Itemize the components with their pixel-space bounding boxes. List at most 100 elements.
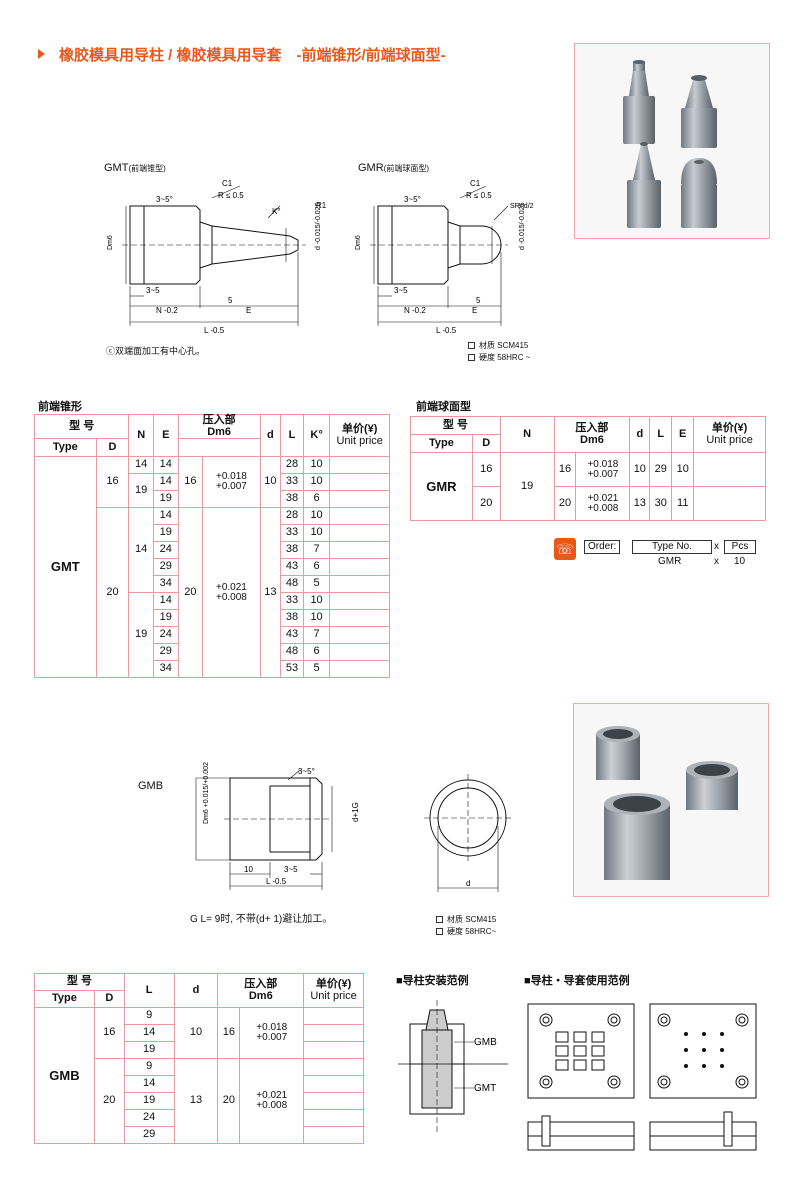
- th-type: Type: [34, 438, 97, 458]
- table-cell-tol: +0.018+0.007: [575, 452, 631, 487]
- price-cell[interactable]: [303, 1075, 364, 1093]
- gmt-dim-d: d -0.015/-0.025: [315, 202, 322, 250]
- gmt-dim-c1: C1: [222, 179, 233, 188]
- gmr-dim-taper: 3~5°: [404, 195, 421, 204]
- gmt-dim-l: L -0.5: [204, 326, 225, 335]
- table-cell-tol: +0.018+0.007: [202, 456, 261, 509]
- gmb-dim-dm6: Dm6 +0.015/+0.002: [203, 762, 210, 824]
- table-cell: 6: [302, 490, 331, 509]
- gmr-dim-n: N -0.2: [404, 306, 426, 315]
- th-price: 单价(¥)Unit price: [329, 413, 390, 458]
- order-x2: x: [714, 556, 719, 567]
- table-cell: 20: [553, 486, 577, 521]
- th-d: d: [173, 973, 219, 1008]
- table-cell: 19: [152, 524, 179, 543]
- hardness-icon: [468, 354, 475, 361]
- table-cell: 11: [671, 486, 695, 521]
- th-d: d: [629, 416, 651, 453]
- table-cell-tol: +0.021+0.008: [202, 507, 261, 679]
- price-cell[interactable]: [329, 643, 390, 662]
- price-cell[interactable]: [329, 456, 390, 475]
- price-cell[interactable]: [303, 1109, 364, 1127]
- table-cell-type: GMB: [34, 1007, 95, 1144]
- install-gmb-label: GMB: [474, 1037, 497, 1048]
- table-cell: 13: [259, 507, 282, 679]
- table-cell: 7: [302, 541, 331, 560]
- gmb-dim-taper: 3~5°: [298, 767, 315, 776]
- price-cell[interactable]: [329, 541, 390, 560]
- price-cell[interactable]: [303, 1092, 364, 1110]
- gmt-dim-r1: R1: [316, 201, 327, 210]
- th-d-head: D: [93, 990, 125, 1008]
- price-cell[interactable]: [303, 1058, 364, 1076]
- gmb-drawing-label: GMB: [138, 780, 164, 792]
- table-cell: 19: [128, 473, 154, 509]
- price-cell[interactable]: [693, 452, 766, 487]
- price-cell[interactable]: [329, 473, 390, 492]
- table-cell-tol: +0.021+0.008: [575, 486, 631, 521]
- table-cell: 19: [499, 452, 555, 521]
- price-cell[interactable]: [329, 626, 390, 645]
- order-pcs-value: 10: [734, 556, 746, 567]
- price-cell[interactable]: [303, 1007, 364, 1025]
- price-cell[interactable]: [329, 609, 390, 628]
- price-cell[interactable]: [303, 1024, 364, 1042]
- order-type-value: GMR: [658, 556, 682, 567]
- th-l: L: [123, 973, 175, 1008]
- price-cell[interactable]: [329, 660, 390, 679]
- table-cell: 14: [128, 456, 154, 475]
- table-cell: 10: [259, 456, 282, 509]
- order-x: x: [714, 541, 719, 552]
- gmt-drawing-label: GMT(前端锥型): [104, 162, 166, 174]
- table-cell-tol: +0.018+0.007: [239, 1007, 305, 1059]
- th-type-cn: 型 号: [33, 413, 130, 440]
- table-cell: 14: [152, 473, 179, 492]
- gmt-dim-dm6: Dm6: [107, 235, 114, 250]
- guide-pin-illustration: [623, 60, 717, 228]
- th-n: N: [128, 413, 154, 458]
- table-cell: 20: [217, 1058, 241, 1144]
- price-cell[interactable]: [303, 1041, 364, 1059]
- table-cell: 10: [302, 456, 331, 475]
- price-cell[interactable]: [329, 558, 390, 577]
- table-cell: 5: [302, 575, 331, 594]
- price-cell[interactable]: [329, 507, 390, 526]
- gmb-dim-10: 10: [244, 865, 253, 874]
- table-cell: 9: [123, 1058, 175, 1076]
- gmb-hardness: 硬度 58HRC~: [436, 926, 496, 938]
- table-cell: 10: [671, 452, 695, 487]
- table-cell: 14: [152, 456, 179, 475]
- price-cell[interactable]: [329, 592, 390, 611]
- table-cell: 33: [280, 524, 304, 543]
- price-cell[interactable]: [693, 486, 766, 521]
- table-cell: 10: [302, 524, 331, 543]
- table-cell: 16: [95, 456, 130, 509]
- order-example: ☏ Order: Type No. x Pcs GMR x 10: [554, 538, 764, 572]
- table-cell: 6: [302, 558, 331, 577]
- price-cell[interactable]: [329, 524, 390, 543]
- gmr-dim-3-5: 3~5: [394, 286, 408, 295]
- gmr-dim-c1: C1: [470, 179, 481, 188]
- gmr-hardness: 硬度 58HRC ~: [468, 352, 530, 364]
- table-cell: 14: [128, 507, 154, 594]
- table-cell: 19: [123, 1092, 175, 1110]
- table-cell: 20: [471, 486, 501, 521]
- th-k: K°: [302, 413, 331, 458]
- table-cell: 14: [123, 1024, 175, 1042]
- price-cell[interactable]: [303, 1126, 364, 1144]
- price-cell[interactable]: [329, 490, 390, 509]
- guide-pin-photo: [574, 43, 770, 239]
- table-cell: 16: [553, 452, 577, 487]
- table-cell: 20: [177, 507, 204, 679]
- th-price: 单价(¥)Unit price: [693, 416, 766, 453]
- gmt-note: ⓒ双端面加工有中心孔。: [106, 346, 206, 356]
- gmr-dim-5: 5: [476, 296, 481, 305]
- gmt-section-title: 前端锥形: [38, 401, 82, 413]
- price-cell[interactable]: [329, 575, 390, 594]
- table-cell: 30: [649, 486, 673, 521]
- gmt-drawing: 3~5° C1 R ≤ 0.5 K° R1 Dm6 d -0.015/-0.02…: [107, 179, 327, 335]
- table-cell-tol: +0.021+0.008: [239, 1058, 305, 1144]
- th-d-head: D: [95, 438, 130, 458]
- gmt-dim-taper: 3~5°: [156, 195, 173, 204]
